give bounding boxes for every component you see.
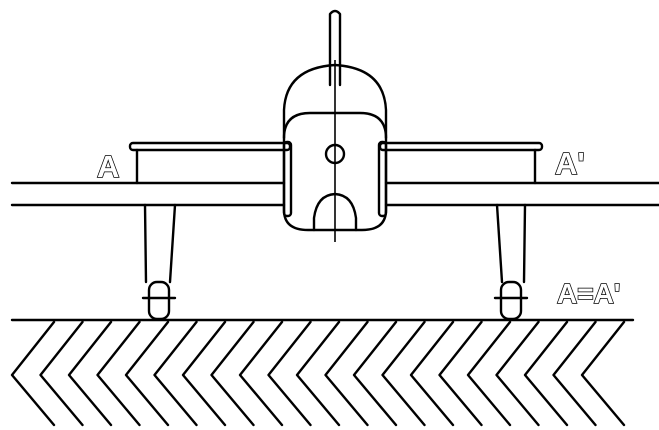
hatch-chevron: [495, 320, 540, 427]
horizontal-stabilizer-left: [128, 141, 292, 185]
hatch-chevron: [153, 320, 198, 427]
hatch-chevron: [181, 320, 227, 427]
hatch-chevron: [409, 320, 455, 427]
hatch-chevron: [96, 320, 141, 427]
hatch-chevron: [438, 320, 483, 427]
hatch-chevron: [124, 320, 170, 427]
left-wing: [10, 181, 286, 207]
right-landing-gear: [493, 203, 529, 321]
hatch-chevron: [10, 320, 56, 427]
label-equality: A=A': [557, 278, 620, 309]
fuselage-side-strut-right: [377, 140, 388, 218]
label-right-a-prime: A': [555, 146, 585, 181]
hatch-chevron: [381, 320, 426, 427]
ground-hatching: [10, 320, 626, 427]
fuselage-side-strut-left: [282, 140, 293, 218]
hatch-chevron: [39, 320, 84, 427]
horizontal-stabilizer-right: [378, 141, 544, 185]
vertical-fin: [328, 9, 342, 87]
hatch-chevron: [580, 320, 626, 427]
right-wing: [384, 181, 659, 207]
hatch-chevron: [210, 320, 255, 427]
hatch-chevron: [324, 320, 369, 427]
hatch-chevron: [523, 320, 569, 427]
hatch-chevron: [466, 320, 512, 427]
hatch-chevron: [295, 320, 341, 427]
hatch-chevron: [238, 320, 284, 427]
hatch-chevron: [267, 320, 312, 427]
hatch-chevron: [67, 320, 113, 427]
left-landing-gear: [141, 203, 177, 321]
hatch-chevron: [352, 320, 398, 427]
hatch-chevron: [552, 320, 597, 427]
label-left-a: A: [97, 149, 119, 184]
